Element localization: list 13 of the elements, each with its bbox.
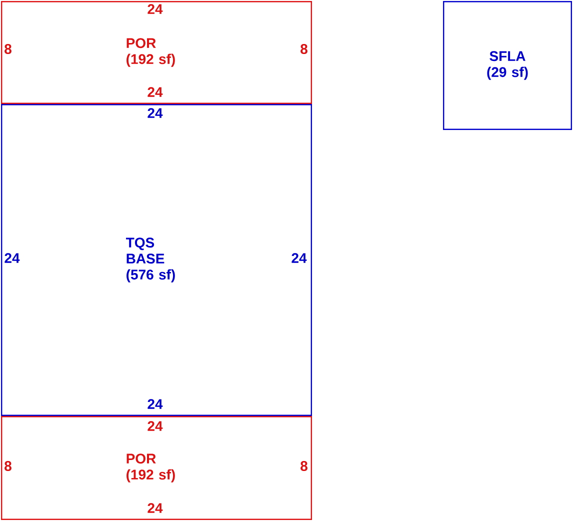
dimension-label: 8 — [300, 44, 308, 54]
dimension-label: 24 — [148, 503, 163, 513]
dimension-label: 24 — [292, 253, 307, 263]
dimension-label: 8 — [300, 461, 308, 471]
room-box: SFLA (29 sf) — [443, 1, 572, 130]
dimension-label: 24 — [148, 108, 163, 118]
dimension-label: 24 — [148, 399, 163, 409]
dimension-label: 24 — [148, 421, 163, 431]
dimension-label: 8 — [4, 44, 12, 54]
dimension-label: 24 — [148, 87, 163, 97]
dimension-label: 8 — [4, 461, 12, 471]
dimension-label: 24 — [4, 253, 20, 263]
dimension-label: 24 — [148, 4, 163, 14]
